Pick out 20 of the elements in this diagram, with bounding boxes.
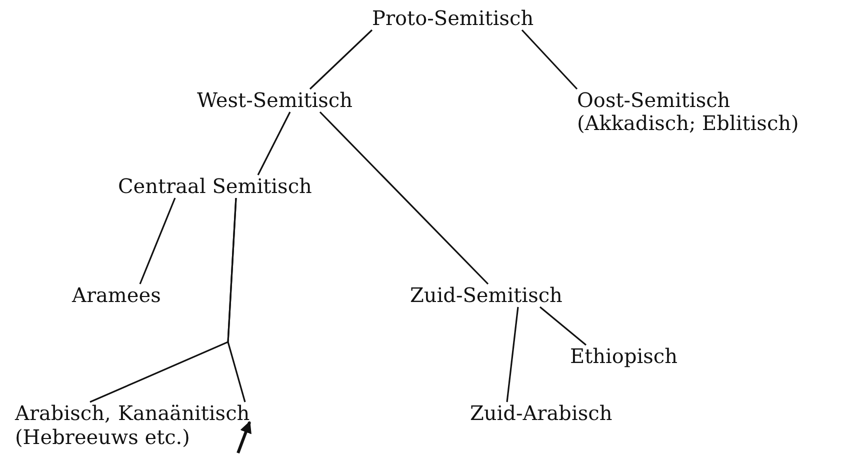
connector-line <box>227 198 246 402</box>
language-label: Proto-Semitisch <box>372 7 534 30</box>
language-label: Ethiopisch <box>570 345 678 368</box>
connector-line <box>319 111 489 285</box>
language-label: Zuid-Semitisch <box>410 284 562 307</box>
note-text: (Hebreeuws etc.) <box>15 426 190 449</box>
language-label: Zuid-Arabisch <box>470 402 612 425</box>
connector-line <box>540 306 586 346</box>
language-label: Kanaänitisch <box>118 402 250 425</box>
language-label: Aramees <box>72 284 161 307</box>
language-label: Oost-Semitisch (Akkadisch; Eblitisch) <box>577 89 799 135</box>
connector-line <box>139 198 176 284</box>
arrow <box>236 420 252 454</box>
connector-line <box>309 29 373 90</box>
connector-line <box>521 29 578 90</box>
language-label: Centraal Semitisch <box>118 175 312 198</box>
connector-line <box>257 112 291 176</box>
language-label: Arabisch, <box>15 402 111 425</box>
language-label: West-Semitisch <box>197 89 352 112</box>
connector-line <box>506 306 519 402</box>
